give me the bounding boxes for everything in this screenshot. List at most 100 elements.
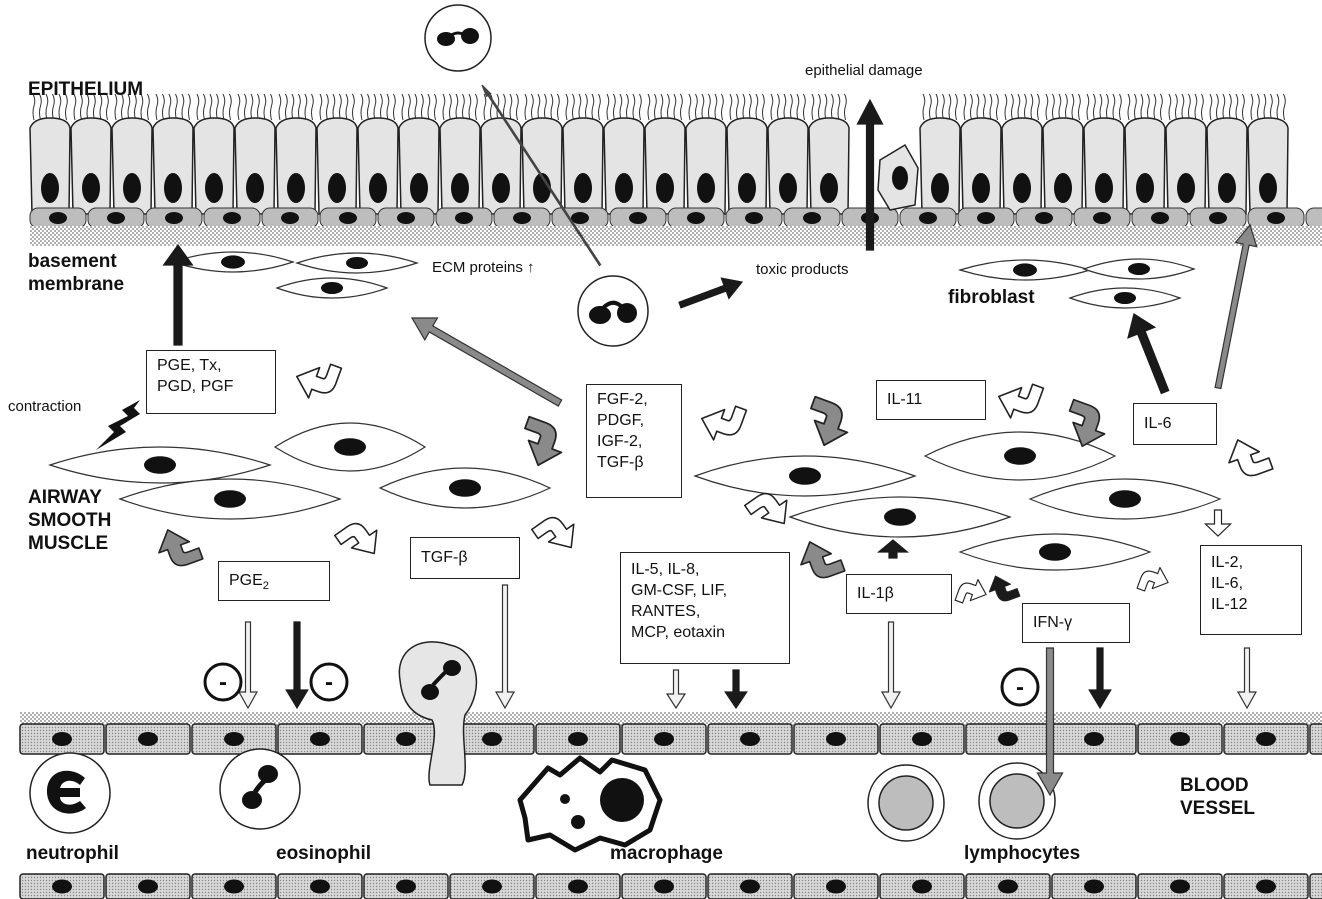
box-pge2: PGE2 <box>218 561 330 601</box>
basal-cell-nucleus <box>165 212 183 224</box>
cilium <box>1112 93 1116 121</box>
curved-arrow-gray-shape <box>800 541 846 579</box>
cilium <box>168 93 172 121</box>
curved-arrow-gray <box>1068 398 1106 448</box>
epithelial-cell <box>1042 117 1084 215</box>
cilium <box>963 93 967 121</box>
cilium <box>1181 93 1185 121</box>
cilium <box>386 93 390 121</box>
growth-factor-arrow <box>410 317 563 407</box>
il6-fibroblast-arrow <box>1127 313 1170 395</box>
cilium <box>749 93 752 121</box>
cilium <box>606 93 610 121</box>
cilium <box>1216 93 1219 121</box>
pge2-light-arrow <box>237 621 259 710</box>
basal-cell-nucleus <box>49 212 67 224</box>
cilium <box>298 93 301 121</box>
cilium <box>824 93 828 121</box>
epithelial-cell-nucleus <box>1259 173 1277 203</box>
cilium <box>434 93 437 121</box>
box-il2612-line1: IL-2, <box>1211 554 1244 571</box>
smooth-muscle-cell <box>378 467 552 509</box>
box-il2612-line2: IL-6, <box>1211 575 1244 592</box>
epithelial-cell <box>685 117 727 215</box>
epithelial-cell-body <box>644 117 686 215</box>
epithelial-cell-nucleus <box>451 173 469 203</box>
cilium <box>1119 93 1122 121</box>
curved-arrow-gray <box>810 395 849 447</box>
cilium <box>326 93 329 121</box>
curved-arrow-small-dark <box>988 575 1021 602</box>
cilium <box>1058 93 1062 121</box>
cilium <box>503 93 506 121</box>
smooth-muscle-cell <box>118 478 342 520</box>
epithelial-cell-nucleus <box>492 173 510 203</box>
endothelial-cell-nucleus <box>1084 732 1104 746</box>
cilium <box>52 93 55 121</box>
smooth-muscle-cell <box>693 455 917 497</box>
cilium <box>721 93 724 121</box>
cilium <box>639 93 642 121</box>
box-chem-line1: IL-5, IL-8, <box>631 561 700 578</box>
box-prostanoids-line2: PGD, PGF <box>157 378 234 395</box>
cilium <box>1037 93 1040 121</box>
endothelial-cell-nucleus <box>826 879 846 894</box>
epithelial-cell-body <box>1001 117 1043 215</box>
epithelial-cell-nucleus <box>1054 173 1072 203</box>
endothelial-cell-nucleus <box>654 732 674 746</box>
label-toxic-products: toxic products <box>756 261 849 278</box>
epithelial-cell <box>603 117 645 215</box>
cilium <box>1024 93 1027 121</box>
cilium <box>1283 93 1286 121</box>
cilium <box>285 93 288 121</box>
epithelial-cell-nucleus <box>1136 173 1154 203</box>
cilium <box>1093 93 1096 121</box>
endothelial-cell-nucleus <box>52 732 72 746</box>
epithelial-cell <box>29 117 71 215</box>
epithelial-cell-body <box>726 117 768 215</box>
cilium <box>339 93 342 121</box>
epithelial-cell-body <box>767 117 809 215</box>
epithelial-cell-body <box>316 117 358 215</box>
curved-arrow-white-shape <box>296 363 343 399</box>
cilium <box>1140 93 1144 121</box>
epithelial-cell-nucleus <box>41 173 59 203</box>
cilium <box>557 93 560 121</box>
cilium <box>803 93 806 121</box>
epithelial-cell-body <box>1042 117 1084 215</box>
epithelial-cell-body <box>398 117 440 215</box>
eosinophil-blood <box>219 748 301 830</box>
epithelial-cell <box>152 117 194 215</box>
epithelial-cell <box>111 117 153 215</box>
cilium <box>311 93 314 121</box>
epithelial-cell-body <box>1206 117 1248 215</box>
box-gf-line1: FGF-2, <box>597 391 648 408</box>
epithelial-cell-nucleus <box>1218 173 1236 203</box>
ifn-gamma-gray-arrow <box>1036 647 1064 797</box>
cilium <box>1099 93 1103 121</box>
cilium <box>1194 93 1198 121</box>
cilium <box>929 93 932 121</box>
cilium <box>58 93 62 121</box>
basal-cell-nucleus <box>107 212 125 224</box>
cilium <box>257 93 260 121</box>
basal-cell-nucleus <box>455 212 473 224</box>
epithelial-cell-nucleus <box>328 173 346 203</box>
curved-arrow-gray <box>524 415 563 467</box>
cilium <box>790 93 793 121</box>
cilium <box>352 93 355 121</box>
fibroblast <box>957 259 1093 281</box>
fibroblast-nucleus <box>1013 263 1037 277</box>
svg-text:-: - <box>325 669 333 696</box>
epithelial-damage-arrow <box>856 98 884 251</box>
box-ifn-gamma-text: IFN-γ <box>1033 614 1073 631</box>
cilium <box>32 93 36 121</box>
smooth-muscle-cell-nucleus <box>884 508 916 526</box>
box-il6: IL-6 <box>1133 403 1217 445</box>
epithelial-cell-body <box>685 117 727 215</box>
chemokine-light-arrow <box>665 669 687 710</box>
label-basement-membrane: basement membrane <box>28 250 124 296</box>
cilium <box>127 93 131 121</box>
epithelial-cell <box>1001 117 1043 215</box>
epithelial-cell-nucleus <box>287 173 305 203</box>
